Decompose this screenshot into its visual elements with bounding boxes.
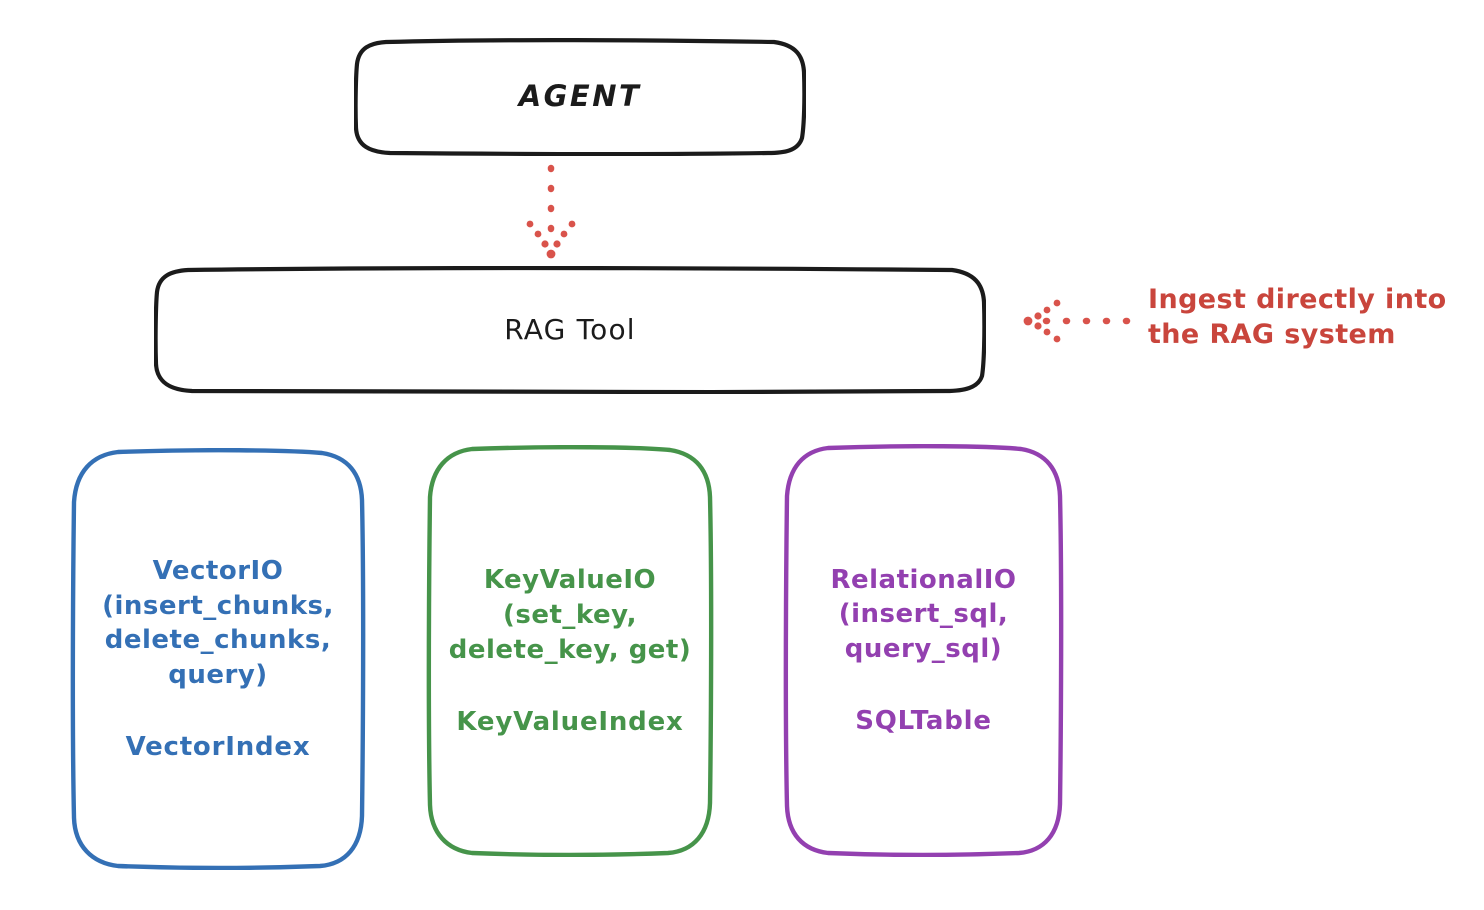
node-rag-tool[interactable]: RAG Tool — [154, 266, 986, 394]
key-value-io-sublabel: KeyValueIndex — [456, 706, 684, 737]
rag-tool-label: RAG Tool — [504, 313, 636, 347]
annotation-ingest-note: Ingest directly into the RAG system — [1148, 284, 1447, 351]
connector-note-to-rag-tool — [1023, 299, 1139, 343]
agent-label: AGENT — [518, 79, 642, 114]
key-value-io-label: KeyValueIO (set_key, delete_key, get) — [448, 565, 692, 665]
node-agent[interactable]: AGENT — [354, 38, 806, 156]
vector-io-sublabel: VectorIndex — [125, 732, 311, 763]
relational-io-label: RelationalIO (insert_sql, query_sql) — [830, 564, 1017, 665]
connector-agent-to-rag-tool — [526, 164, 576, 259]
relational-io-sublabel: SQLTable — [855, 706, 992, 737]
node-vector-io[interactable]: VectorIO (insert_chunks, delete_chunks, … — [70, 448, 366, 870]
node-key-value-io[interactable]: KeyValueIO (set_key, delete_key, get) Ke… — [426, 445, 714, 857]
vector-io-label: VectorIO (insert_chunks, delete_chunks, … — [102, 555, 334, 691]
node-relational-io[interactable]: RelationalIO (insert_sql, query_sql) SQL… — [783, 444, 1064, 857]
